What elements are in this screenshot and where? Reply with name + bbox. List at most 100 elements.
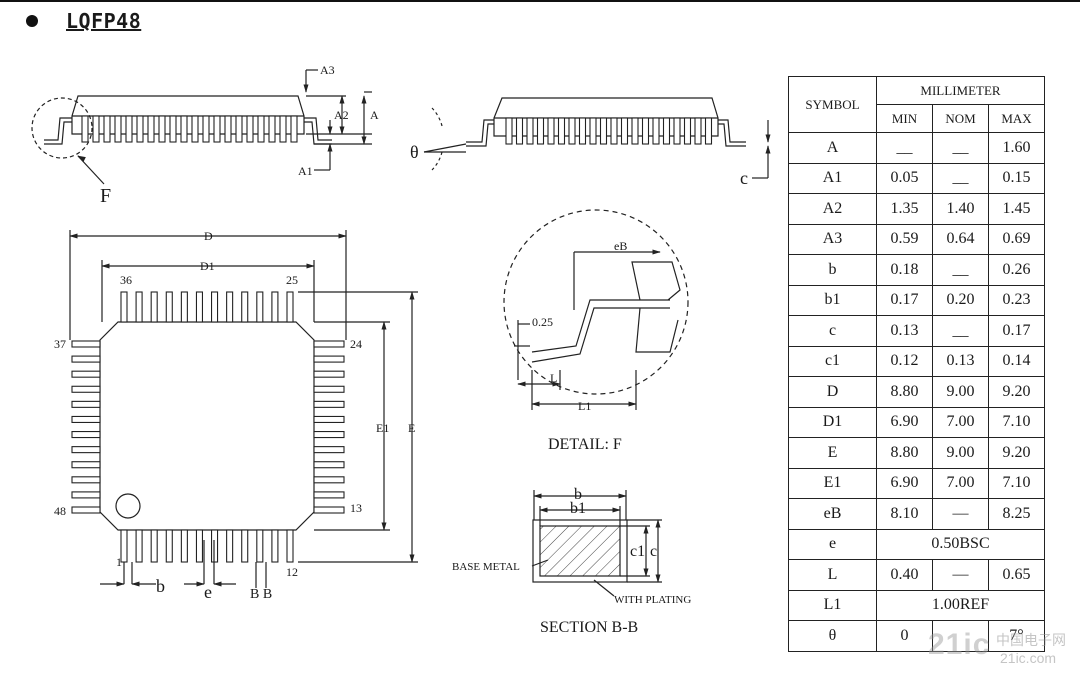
label-b: b — [156, 576, 165, 596]
side-view-right — [423, 97, 771, 179]
pin-right — [313, 370, 345, 378]
row-symbol: L — [788, 559, 877, 591]
col-max: MAX — [988, 104, 1045, 133]
row-max: 0.14 — [988, 345, 1045, 377]
label-with-plating: WITH PLATING — [614, 594, 691, 606]
pin-bottom — [286, 529, 294, 563]
label-a1: A1 — [298, 164, 313, 178]
label-pin13: 13 — [350, 501, 362, 515]
side-lead — [279, 115, 287, 143]
side-lead — [246, 115, 254, 143]
pin-bottom — [256, 529, 264, 563]
side-lead — [662, 117, 671, 145]
side-lead — [235, 115, 243, 143]
row-max: 9.20 — [988, 437, 1045, 469]
table-row: L 0.40 — 0.65 — [788, 559, 1045, 591]
label-eb: eB — [614, 239, 627, 253]
label-e: e — [204, 582, 212, 602]
side-lead — [694, 117, 702, 145]
label-d: D — [204, 229, 213, 243]
side-lead — [92, 115, 100, 143]
row-nom: 0.13 — [932, 345, 989, 377]
row-min: 0.40 — [876, 559, 933, 591]
pin-bottom — [180, 529, 188, 563]
watermark-line2: 21ic.com — [1000, 650, 1057, 666]
label-a3: A3 — [320, 63, 335, 77]
label-e-cap: E — [408, 421, 415, 435]
detail-f — [503, 209, 689, 410]
label-sc: c — [650, 543, 657, 560]
side-lead — [125, 115, 133, 143]
row-symbol: A3 — [788, 223, 877, 255]
pin-left — [71, 370, 101, 378]
label-section: SECTION B-B — [540, 619, 638, 636]
label-a2: A2 — [334, 108, 349, 122]
side-lead — [515, 117, 524, 145]
side-lead — [224, 115, 232, 143]
pin-bottom — [241, 529, 249, 563]
pin-left — [71, 385, 101, 393]
side-lead — [620, 117, 629, 145]
label-a: A — [370, 108, 379, 122]
row-max: 0.69 — [988, 223, 1045, 255]
pin-left — [71, 461, 101, 469]
top-rule — [0, 0, 1080, 2]
pin-right — [313, 385, 345, 393]
side-lead — [704, 117, 713, 145]
table-row: θ 0 7° — [788, 620, 1045, 652]
row-max: 0.23 — [988, 284, 1045, 316]
label-025: 0.25 — [532, 315, 553, 329]
row-nom: 0.20 — [932, 284, 989, 316]
pin-top — [180, 291, 188, 323]
pin-left — [71, 400, 101, 408]
row-nom: 7.00 — [932, 406, 989, 438]
side-lead — [673, 117, 681, 145]
label-pin36: 36 — [120, 273, 132, 287]
pin-top — [210, 291, 219, 323]
table-row: L1 1.00REF — [788, 589, 1045, 621]
label-pin24: 24 — [350, 337, 362, 351]
row-symbol: E1 — [788, 467, 877, 499]
row-symbol: e — [788, 528, 877, 560]
row-symbol: A — [788, 132, 877, 164]
row-nom: 1.40 — [932, 193, 989, 225]
label-sb1: b1 — [570, 500, 586, 517]
side-lead — [631, 117, 639, 145]
label-d1: D1 — [200, 259, 215, 273]
pin-top — [286, 291, 294, 323]
row-max: 1.60 — [988, 132, 1045, 164]
page-title: LQFP48 — [66, 9, 142, 33]
pin-left — [71, 446, 101, 454]
row-min: 6.90 — [876, 467, 933, 499]
row-symbol: A2 — [788, 193, 877, 225]
pin-right — [313, 355, 345, 363]
row-max: 7.10 — [988, 467, 1045, 499]
pin-bottom — [135, 529, 143, 563]
side-lead — [158, 115, 166, 143]
row-symbol: D — [788, 376, 877, 408]
side-lead — [257, 115, 265, 143]
row-max: 8.25 — [988, 498, 1045, 530]
pin-left — [71, 476, 101, 484]
row-symbol: b1 — [788, 284, 877, 316]
row-max: 0.17 — [988, 315, 1045, 347]
pin-bottom — [195, 529, 204, 563]
row-min: 1.35 — [876, 193, 933, 225]
side-lead — [114, 115, 122, 143]
side-lead — [202, 115, 210, 143]
section-bb — [531, 490, 662, 597]
pin-top — [165, 291, 173, 323]
side-lead — [505, 117, 513, 145]
side-lead — [103, 115, 111, 143]
side-lead — [147, 115, 155, 143]
label-l1: L1 — [578, 399, 591, 413]
row-max: 1.45 — [988, 193, 1045, 225]
col-nom: NOM — [932, 104, 989, 133]
label-sc1: c1 — [630, 543, 645, 560]
row-min: 8.80 — [876, 437, 933, 469]
